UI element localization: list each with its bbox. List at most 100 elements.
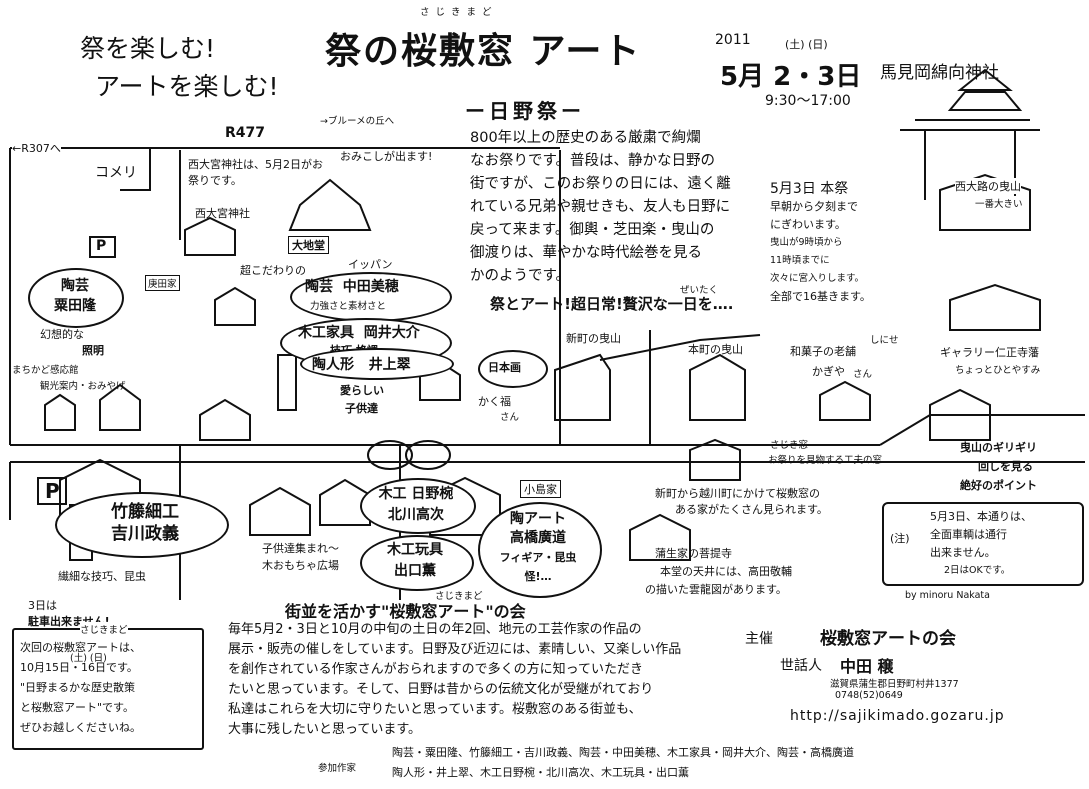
- omikoshi-label: おみこしが出ます!: [340, 150, 433, 163]
- website-link[interactable]: http://sajikimado.gozaru.jp: [790, 708, 1005, 724]
- artist-takahashi: 陶アート 高橋廣道 フィギア・昆虫 怪!…: [480, 510, 596, 586]
- artist-desc: フィギア・昆虫: [499, 551, 577, 564]
- honsai-info: 5月3日 本祭 早朝から夕刻まで にぎわいます。 曳山が9時頃から 11時頃まで…: [770, 180, 871, 306]
- nishioji-sub: 一番大きい: [975, 196, 1023, 210]
- sponsor-name: 桜敷窓アートの会: [820, 629, 956, 649]
- artist-desc: 怪!…: [524, 570, 552, 583]
- artist-genre: 木工 日野椀: [378, 486, 454, 502]
- artist-oval-kitagawa: [360, 478, 476, 534]
- next-event-ruby: さじきまど: [80, 622, 128, 636]
- artist-name: 吉川政義: [111, 524, 179, 544]
- blue-hill-direction: →ブルーメの丘へ: [320, 116, 395, 127]
- event-date: 5月 2・3日: [720, 62, 862, 92]
- traffic-note-line: 2日はOKです。: [944, 565, 1011, 576]
- artist-genre: 木工玩具: [387, 542, 443, 558]
- intro-line: なお祭りです。普段は、静かな日野の: [470, 153, 716, 169]
- wagashi-ruby: しにせ: [870, 335, 899, 346]
- artist-inoue: 陶人形 井上翠: [312, 354, 411, 374]
- nishiomiya-shrine: 西大宮神社: [195, 207, 250, 220]
- next-event-line: ぜひお越しくださいね。: [20, 721, 141, 734]
- daichido-label: 大地堂: [288, 236, 329, 254]
- participants-line: 陶人形・井上翠、木工日野椀・北川高次、木工玩具・出口薫: [392, 766, 689, 779]
- shinmachi-desc: 新町から越川町にかけて桜敷窓の: [655, 487, 820, 500]
- artist-name: 井上翠: [368, 357, 411, 373]
- artist-genre: 陶芸: [61, 278, 89, 294]
- kakufuku-label: かく福: [478, 395, 511, 408]
- artist-yoshikawa: 竹籐細工 吉川政義: [75, 501, 215, 545]
- traffic-note-line: 5月3日、本通りは、: [930, 510, 1032, 523]
- artist-oval-awata: [28, 268, 124, 328]
- girigiri-note: 曳山のギリギリ 回しを見る 絶好のポイント: [960, 438, 1037, 495]
- ippan-label: イッパン: [348, 258, 393, 271]
- kakufuku-san: さん: [500, 412, 520, 423]
- honsai-title: 5月3日 本祭: [770, 181, 849, 197]
- artist-oval-yoshikawa: [55, 492, 229, 558]
- artist-awata: 陶芸 粟田隆: [30, 276, 120, 316]
- event-time: 9:30〜17:00: [765, 93, 851, 109]
- intro-line: 800年以上の歴史のある厳粛で絢爛: [470, 130, 701, 146]
- shinmachi-hikiyama: 新町の曳山: [566, 332, 621, 345]
- traffic-note-sign: (注): [890, 532, 910, 545]
- next-event-line: 10月15日・16日です。: [20, 661, 138, 674]
- temple-line: 蒲生家の菩提寺: [655, 547, 732, 560]
- rep-label: 世話人: [780, 658, 822, 674]
- kodawari-label: 超こだわりの: [240, 264, 306, 277]
- nishiomiya-note: 西大宮神社は、5月2日がお祭りです。: [188, 158, 323, 187]
- girigiri-line: 回しを見る: [978, 460, 1033, 473]
- artist-desc: 愛らしい: [340, 384, 384, 397]
- group-ruby: さじきまど: [435, 591, 483, 602]
- artist-deguchi: 木工玩具 出口薫: [362, 540, 468, 582]
- girigiri-line: 曳山のギリギリ: [960, 441, 1037, 454]
- honmachi-hikiyama: 本町の曳山: [688, 343, 743, 356]
- traffic-note-box: [882, 502, 1084, 586]
- nihonga-label: 日本画: [488, 361, 521, 374]
- tagline-ruby: ぜいたく: [680, 285, 719, 296]
- traffic-note: 5月3日、本通りは、 全面車輌は通行 出来ません。 2日はOKです。: [930, 508, 1032, 580]
- address: 滋賀県蒲生郡日野町村井1377: [830, 679, 959, 690]
- slogan-line2: アートを楽しむ!: [95, 72, 279, 101]
- r307-direction: ←R307へ: [12, 140, 61, 156]
- artist-name: 岡井大介: [363, 325, 420, 341]
- honsai-line: 11時頃までに: [770, 255, 830, 266]
- kodomo-label: 子供達集まれ〜: [262, 542, 339, 555]
- description-line: を創作されている作家さんがおられますので多くの方に知っていただき: [228, 662, 643, 677]
- event-year: 2011: [715, 32, 751, 48]
- kojima-house: 小島家: [520, 480, 561, 498]
- artist-name: 中田美穂: [342, 279, 399, 295]
- traffic-note-line: 全面車輌は通行: [930, 528, 1007, 541]
- nishioji-label: 西大路の曳山: [955, 178, 1021, 194]
- komeri-store: コメリ: [95, 165, 137, 181]
- intro-line: かのようです。: [470, 268, 571, 284]
- intro-line: 街ですが、このお祭りの日には、遠く離: [470, 176, 731, 192]
- artist-name: 高橋廣道: [510, 530, 566, 546]
- temple-line: の描いた雲龍図があります。: [645, 583, 787, 596]
- nihonga-oval: [478, 350, 548, 388]
- page-subtitle: ー日野祭ー: [465, 99, 585, 123]
- machikado-label: まちかど感応館: [12, 365, 79, 376]
- next-event: 次回の桜敷窓アートは、 10月15日・16日です。 "日野まるかな歴史散策 と桜…: [20, 638, 141, 738]
- intro-line: 戻って来ます。御輿・芝田楽・曳山の: [470, 222, 715, 238]
- intro-line: 御渡りは、華やかな時代絵巻を見る: [470, 245, 702, 261]
- road-r477: R477: [225, 125, 266, 141]
- artist-desc: 子供達: [345, 402, 378, 415]
- gallery-label: ギャラリー仁正寺藩: [940, 346, 1039, 359]
- tokaido-label: 庚田家: [145, 275, 180, 291]
- artist-name: 北川高次: [388, 507, 444, 523]
- page-title: 祭の桜敷窓 アート: [325, 31, 642, 72]
- description-line: 毎年5月2・3日と10月の中旬の土日の年2回、地元の工芸作家の作品の: [228, 622, 642, 637]
- intro-text: 800年以上の歴史のある厳粛で絢爛 なお祭りです。普段は、静かな日野の 街ですが…: [470, 127, 770, 288]
- phone: 0748(52)0649: [835, 690, 903, 701]
- sajikimado-label: さじき窓: [770, 440, 809, 451]
- participants-line: 陶芸・粟田隆、竹籐細工・吉川政義、陶芸・中田美穂、木工家具・岡井大介、陶芸・高橋…: [392, 746, 854, 759]
- gallery-sub: ちょっとひとやすみ: [955, 365, 1041, 376]
- kagiya-san: さん: [853, 369, 873, 380]
- shrine-name: 馬見岡綿向神社: [880, 63, 999, 83]
- artist-nakata: 陶芸 中田美穂: [305, 276, 399, 296]
- next-event-line: 次回の桜敷窓アートは、: [20, 641, 141, 654]
- kodomo-plaza: 木おもちゃ広場: [262, 559, 339, 572]
- sponsor-label: 主催: [745, 631, 773, 647]
- artist-okai: 木工家具 岡井大介: [298, 322, 420, 342]
- artist-name: 粟田隆: [54, 298, 96, 314]
- honsai-line: 全部で16基きます。: [770, 290, 871, 303]
